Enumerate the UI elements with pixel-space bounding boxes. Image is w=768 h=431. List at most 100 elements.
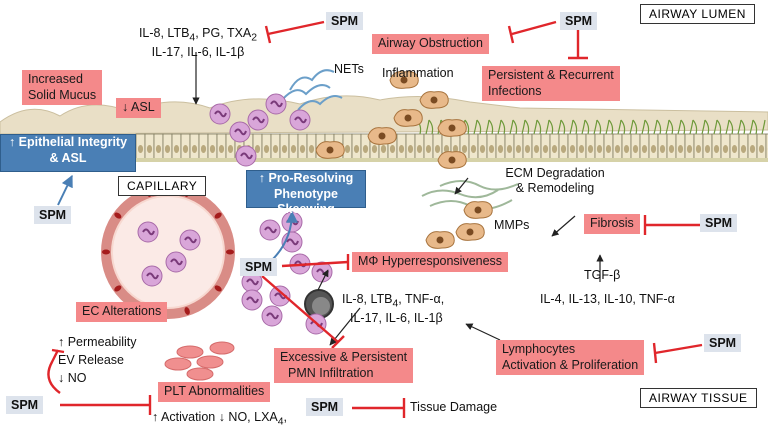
macrophage-nucleus: [448, 156, 456, 164]
plt-abnormalities-box: PLT Abnormalities: [158, 382, 271, 402]
cilium: [629, 119, 634, 135]
ecm-line2: & Remodeling: [515, 181, 595, 195]
neutrophil-nucleus: [142, 228, 155, 236]
cell-nucleus: [137, 145, 144, 153]
platelets: [164, 341, 235, 381]
plt-line: ↑ Activation ↓ NO, LXA4,: [152, 410, 287, 429]
macrophage-nucleus: [466, 228, 474, 236]
cell-nucleus: [173, 145, 180, 153]
cilium: [428, 119, 434, 135]
cilium: [740, 119, 746, 135]
endothelial-nucleus: [102, 249, 110, 255]
mediators-top-sub2: 2: [251, 32, 258, 44]
cilium: [593, 119, 598, 135]
cilium: [725, 119, 730, 135]
cilium: [728, 119, 734, 135]
lymphocytes-box: Lymphocytes Activation & Proliferation: [496, 340, 645, 376]
spm-fibrosis: SPM: [700, 214, 738, 232]
cell-nucleus: [191, 145, 198, 153]
lymphocytes-line2: Activation & Proliferation: [502, 357, 639, 372]
epithelial-integrity-line1: ↑ Epithelial Integrity: [8, 135, 128, 149]
cell-nucleus: [299, 145, 306, 153]
neutrophil-nucleus: [270, 100, 283, 108]
spm-epithelium: SPM: [34, 206, 72, 224]
cell-nucleus: [209, 145, 216, 153]
cell-nucleus: [461, 145, 468, 153]
airway-lumen-label: AIRWAY LUMEN: [640, 4, 755, 24]
cell-nucleus: [362, 145, 369, 153]
cell-nucleus: [515, 145, 522, 153]
cell-nucleus: [659, 145, 666, 153]
cilium: [560, 119, 566, 135]
cell-nucleus: [497, 145, 504, 153]
macrophage-nucleus: [404, 114, 412, 122]
cilium: [476, 119, 482, 135]
cell-nucleus: [749, 145, 756, 153]
cilium: [716, 119, 722, 135]
cilium: [548, 119, 554, 135]
cell-nucleus: [155, 145, 162, 153]
cilium: [620, 119, 626, 135]
cilium: [521, 119, 526, 135]
cilium: [473, 119, 478, 135]
cilium: [677, 119, 682, 135]
mediators-mid-line1-rest: , TNF-α,: [398, 292, 445, 306]
mediators-mid-line2: IL-17, IL-6, IL-1β: [350, 311, 443, 325]
cell-nucleus: [290, 145, 297, 153]
cilium: [701, 119, 706, 135]
neutrophil-nucleus: [246, 296, 259, 304]
cell-nucleus: [164, 145, 171, 153]
cell-nucleus: [470, 145, 477, 153]
pmn-box: Excessive & Persistent PMN Infiltration: [274, 348, 414, 384]
cell-nucleus: [551, 145, 558, 153]
cell-nucleus: [695, 145, 702, 153]
mediators-top-line1: IL-8, LTB: [138, 26, 190, 40]
endothelial-nucleus: [184, 307, 190, 315]
cilium: [509, 119, 514, 135]
neutrophil-nucleus: [274, 292, 287, 300]
cilium: [581, 119, 586, 135]
spm-top: SPM: [326, 12, 364, 30]
cell-nucleus: [704, 145, 711, 153]
neutrophil-nucleus: [246, 278, 259, 286]
spm-vascular: SPM: [6, 396, 44, 414]
cilium: [713, 119, 718, 135]
cell-nucleus: [416, 145, 423, 153]
cilium: [761, 119, 766, 135]
neutrophil-nucleus: [252, 116, 265, 124]
cilium: [692, 119, 698, 135]
cilium: [425, 119, 430, 135]
cilium: [737, 119, 742, 135]
cilium: [533, 119, 538, 135]
cilium: [680, 119, 686, 135]
cell-nucleus: [758, 145, 765, 153]
endothelial-nucleus: [114, 285, 122, 292]
cell-nucleus: [479, 145, 486, 153]
epithelial-cell: [765, 133, 768, 161]
pro-resolving-box: ↑ Pro-Resolving Phenotype Skeewing: [246, 170, 366, 216]
macrophage-nucleus: [400, 76, 408, 84]
ecm-line1: ECM Degradation: [505, 166, 605, 180]
cilium: [536, 119, 542, 135]
cilium: [752, 119, 758, 135]
neutrophil-nucleus: [264, 226, 277, 234]
cell-nucleus: [407, 145, 414, 153]
cell-nucleus: [524, 145, 531, 153]
cell-nucleus: [560, 145, 567, 153]
endothelial-nucleus: [226, 249, 234, 255]
mmps-label: MMPs: [494, 218, 530, 232]
permeability-label: ↑ Permeability: [58, 335, 137, 349]
increased-mucus-box: Increased Solid Mucus: [22, 70, 103, 106]
cell-nucleus: [443, 145, 450, 153]
endothelial-nucleus: [114, 212, 122, 219]
cell-nucleus: [605, 145, 612, 153]
cell-nucleus: [344, 145, 351, 153]
epithelial-integrity-box: ↑ Epithelial Integrity & ASL: [0, 134, 136, 172]
mediators-mid-line1: IL-8, LTB: [342, 292, 393, 306]
macrophage-nucleus: [378, 132, 386, 140]
cilium: [572, 119, 578, 135]
cell-nucleus: [650, 145, 657, 153]
cell-nucleus: [623, 145, 630, 153]
cilium: [512, 119, 518, 135]
cell-nucleus: [587, 145, 594, 153]
